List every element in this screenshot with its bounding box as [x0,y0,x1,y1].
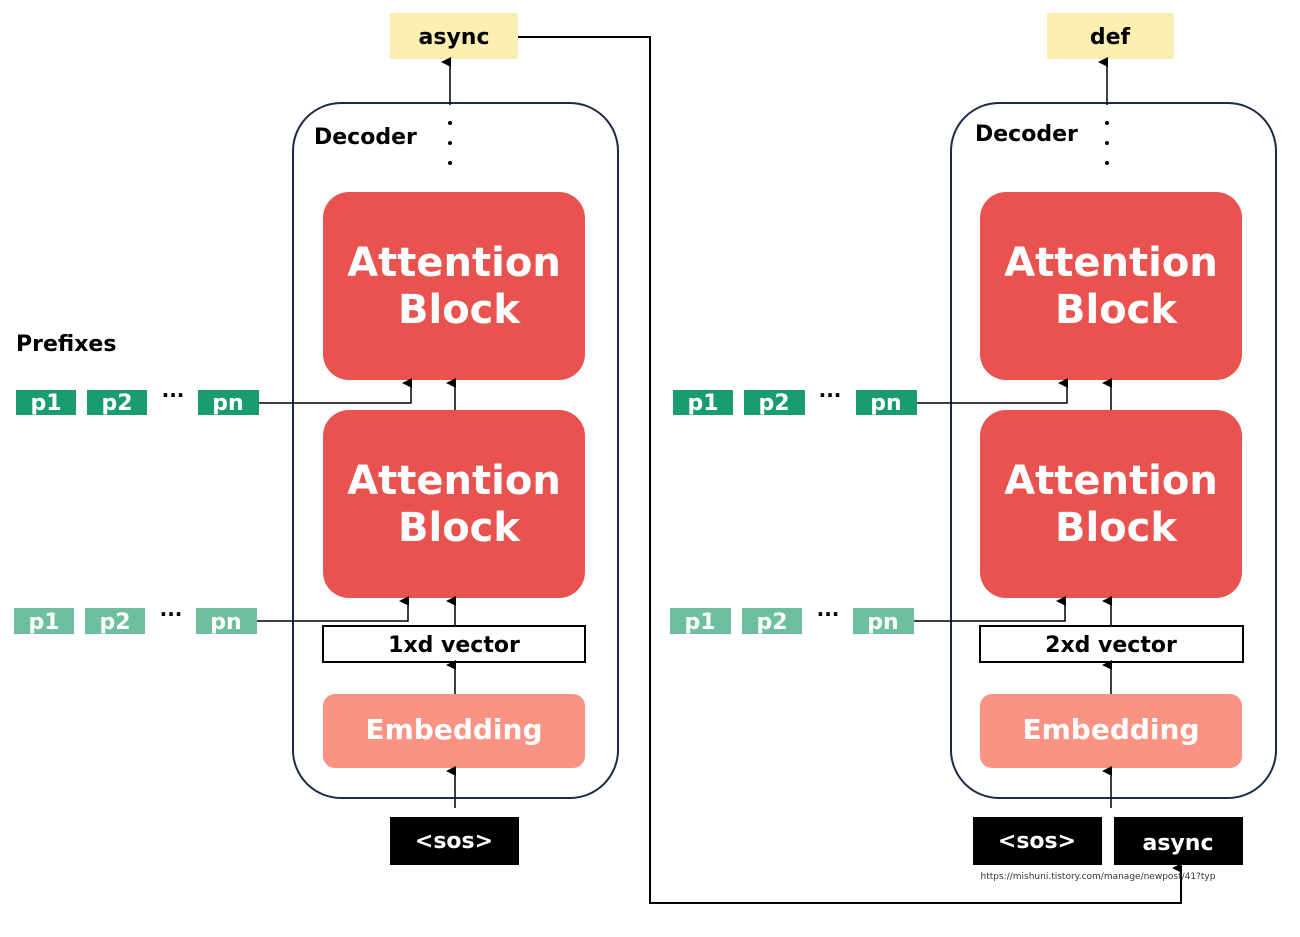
left-embedding-block [323,694,585,768]
right-prefix-row-bottom: p1 p2 ··· pn [670,596,1066,635]
prefix-ellipsis: ··· [160,602,183,626]
left-output-token-box [390,13,518,59]
prefix-label: pn [870,391,901,416]
left-decoder-title: Decoder [314,125,417,150]
prefix-label: p2 [758,391,789,416]
right-attention-bottom-label-2: Block [1055,505,1178,551]
right-input-token-box-1 [973,817,1102,865]
left-ellipsis-dot [448,141,452,145]
right-embedding-block [980,694,1242,768]
prefix-box [856,390,917,415]
left-attention-top-label-1: Attention [347,240,561,286]
right-vector-box [979,625,1244,663]
left-vector-box [322,625,586,663]
prefix-box [14,608,74,634]
prefix-box [742,608,802,634]
prefixes-title: Prefixes [16,332,116,357]
prefix-box [673,390,733,415]
left-prefix-connector-bottom [257,596,409,622]
right-input-token-1: <sos> [998,829,1076,854]
left-embedding-label: Embedding [366,713,543,746]
left-input-token-box [390,817,519,865]
prefix-ellipsis: ··· [817,602,840,626]
left-vector-label: 1xd vector [388,633,520,658]
prefix-ellipsis: ··· [162,383,185,407]
left-prefix-row-top: p1 p2 ··· pn [16,378,412,416]
prefix-box [85,608,145,634]
prefix-label: p1 [687,391,718,416]
prefix-label: p2 [756,610,787,635]
prefix-label: p2 [101,391,132,416]
right-ellipsis-dot [1105,141,1109,145]
right-prefix-row-top: p1 p2 ··· pn [673,378,1068,416]
right-decoder-title: Decoder [975,122,1078,147]
output-feedback-connector [518,36,1182,904]
prefix-box [198,390,259,415]
prefix-label: p1 [684,610,715,635]
prefix-label: pn [210,610,241,635]
left-attention-bottom-label-2: Block [398,505,521,551]
left-attention-top-label-2: Block [398,287,521,333]
prefix-box [744,390,805,415]
right-embedding-label: Embedding [1023,713,1200,746]
right-attention-block-bottom [980,410,1242,598]
right-output-token: def [1090,25,1131,50]
right-output-token-box [1047,13,1174,59]
right-vector-label: 2xd vector [1045,633,1177,658]
right-decoder: Decoder def Attention Block Attention Bl… [950,13,1277,882]
right-attention-bottom-label-1: Attention [1004,458,1218,504]
prefix-box [196,608,257,634]
left-decoder: Decoder async Attention Block Attention … [292,13,619,865]
left-ellipsis-dot [448,161,452,165]
right-prefix-connector-bottom [914,596,1066,622]
left-output-token: async [419,25,490,50]
left-ellipsis-dot [448,121,452,125]
prefix-box [853,608,914,634]
right-attention-top-label-1: Attention [1004,240,1218,286]
prefix-box [16,390,76,415]
right-input-token-2: async [1143,831,1214,856]
prefix-label: pn [212,391,243,416]
prefix-box [670,608,731,634]
left-prefix-connector-top [259,378,412,404]
prefix-label: p1 [28,610,59,635]
prefix-ellipsis: ··· [819,383,842,407]
right-ellipsis-dot [1105,121,1109,125]
right-attention-top-label-2: Block [1055,287,1178,333]
right-attention-block-top [980,192,1242,380]
prefix-label: pn [867,610,898,635]
right-ellipsis-dot [1105,161,1109,165]
left-attention-block-bottom [323,410,585,598]
right-prefix-connector-top [917,378,1068,404]
left-attention-block-top [323,192,585,380]
watermark-url: https://mishuni.tistory.com/manage/newpo… [981,872,1216,882]
right-input-token-box-2 [1114,817,1243,865]
left-attention-bottom-label-1: Attention [347,458,561,504]
right-decoder-frame [950,102,1277,799]
prefix-box [87,390,147,415]
prefix-label: p1 [30,391,61,416]
left-prefix-row-bottom: p1 p2 ··· pn [14,596,409,635]
prefix-label: p2 [99,610,130,635]
left-input-token: <sos> [415,829,493,854]
